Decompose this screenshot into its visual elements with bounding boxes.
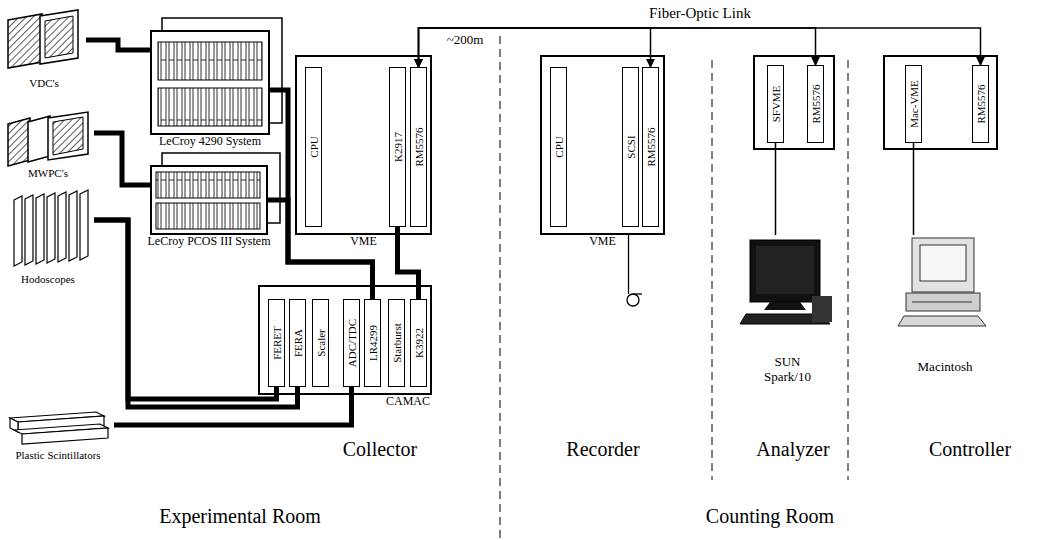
crate-module: Scaler [312,299,329,387]
room-divider [848,60,849,480]
electronics-crate: SFVME RM5576 [753,55,835,150]
area-label: Collector [343,438,417,460]
computer-label: Macintosh [918,360,973,375]
crate-label: LeCroy PCOS III System [148,235,271,249]
electronics-crate: Mac-VME RM5576 [883,55,998,150]
crate-module: K3922 [410,299,427,387]
module-label: K2917 [392,132,403,162]
signal-cable [398,227,419,299]
link-label: Fiber-Optic Link [649,5,751,22]
computer: Macintosh [900,235,990,375]
room-divider [500,36,501,540]
area-label: Controller [929,438,1011,460]
fiber-link [419,28,651,67]
electronics-crate: LeCroy PCOS III System [150,165,268,235]
signal-cable [94,133,150,185]
module-label: Starburst [391,323,402,363]
module-label: FERA [292,329,303,357]
scintillator-bars [10,412,108,444]
hodoscope-slabs [14,190,88,266]
module-label: Scaler [315,329,326,356]
tape-drive [627,235,642,306]
crate-module: Starburst [388,299,405,387]
fiber-link [419,28,816,67]
signal-cable [86,40,150,50]
detector: Plastic Scintillators [2,410,114,462]
electronics-crate: FERET FERA Scaler ADC/TDC LR4299 Starburst K39… [258,285,432,395]
crate-module: RM5576 [642,67,659,227]
module-label: RM5576 [975,84,986,123]
vdc-detector [8,10,78,68]
signal-cable [94,220,277,399]
mwpc-detector [8,112,88,166]
module-label: CPU [553,136,564,157]
area-label: Recorder [566,438,639,460]
module-label: LR4299 [367,325,378,361]
crate-label: VME [589,235,616,249]
fiber-link [419,28,981,67]
crate-module: LR4299 [364,299,381,387]
crate-label: LeCroy 4290 System [159,135,261,149]
area-label: Counting Room [706,505,834,527]
crate-slots [156,42,262,229]
crate-label: VME [350,235,377,249]
electronics-crate: LeCroy 4290 System [150,30,270,135]
crate-module: CPU [305,67,322,227]
crate-module: RM5576 [972,65,989,143]
crate-module: K2917 [389,67,406,227]
module-label: RM5576 [413,127,424,166]
detector: Hodoscopes [2,190,94,286]
crate-module: FERA [289,299,306,387]
detector-label: Plastic Scintillators [15,449,100,462]
detector-label: VDC's [29,77,59,90]
module-label: CPU [308,136,319,157]
detector: MWPC's [2,108,94,180]
crate-module: Mac-VME [905,65,922,143]
electronics-crate: CPUK2917RM5576VME [295,55,432,235]
crate-module: SFVME [767,65,784,143]
link-label: ~200m [447,33,484,47]
module-label: SFVME [770,86,781,123]
computer: SUN Spark/10 [740,235,835,385]
detector: VDC's [2,10,86,90]
module-label: K3922 [413,328,424,358]
crate-module: RM5576 [807,65,824,143]
sun-workstation [740,240,832,324]
module-label: RM5576 [645,127,656,166]
signal-cable [94,220,298,407]
crate-label: CAMAC [386,395,430,409]
module-label: FERET [271,326,282,360]
detector-label: Hodoscopes [21,273,75,286]
area-label: Experimental Room [159,505,321,527]
crate-module: SCSI [622,67,639,227]
crate-module: RM5576 [410,67,427,227]
module-label: RM5576 [810,84,821,123]
electronics-crate: CPUSCSIRM5576VME [540,55,665,235]
interface-line [913,143,915,235]
crate-module: FERET [268,299,285,387]
module-label: ADC/TDC [346,319,357,367]
macintosh-computer [898,238,986,326]
interface-line [775,143,777,235]
area-label: Analyzer [756,438,829,460]
crate-module: ADC/TDC [343,299,360,387]
signal-cable [114,387,352,425]
detector-label: MWPC's [28,167,68,180]
room-divider [712,60,713,480]
module-label: Mac-VME [908,80,919,128]
crate-module: CPU [550,67,567,227]
module-label: SCSI [625,135,636,158]
computer-label: SUN Spark/10 [757,355,819,385]
